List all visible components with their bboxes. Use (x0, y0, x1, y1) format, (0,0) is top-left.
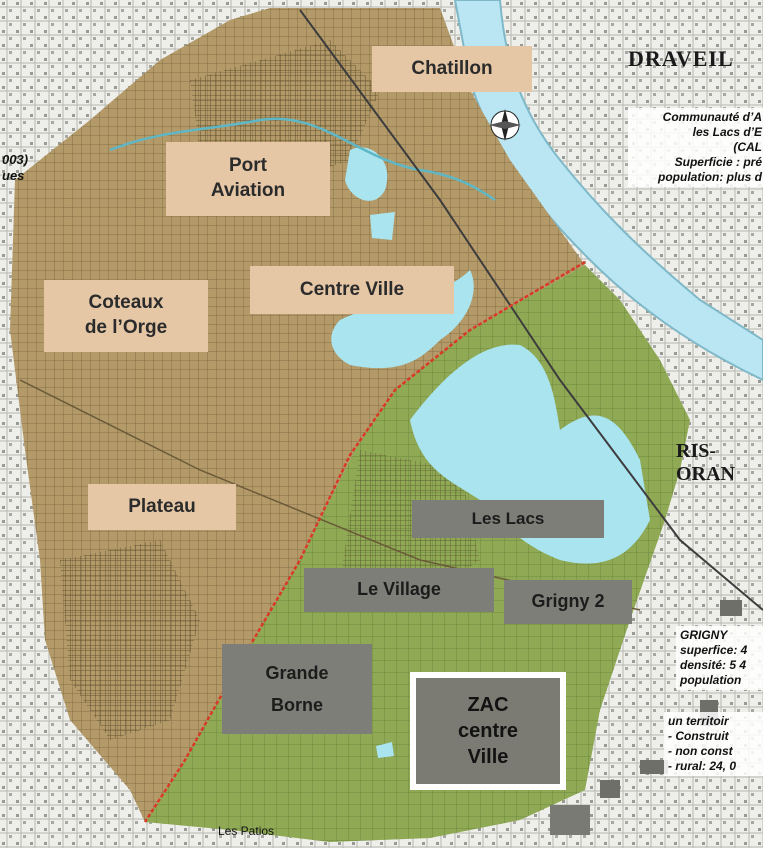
map-fragment-text: 003) (2, 152, 29, 167)
orge-creek (109, 117, 496, 202)
compass-rose-icon (489, 109, 521, 141)
place-name-ris-orangis: RIS-ORAN (676, 440, 735, 485)
dense-housing-south (60, 540, 200, 740)
lake-north (345, 147, 388, 201)
district-label-zac-centre-ville[interactable]: ZAC centre Ville (410, 672, 566, 790)
building-block (640, 760, 668, 774)
dense-housing-village (340, 450, 480, 600)
lake-tiny (376, 742, 394, 758)
info-box-grigny: GRIGNY superfice: 4 densité: 5 4 populat… (676, 626, 763, 690)
district-label-centre-ville[interactable]: Centre Ville (250, 266, 454, 314)
place-name-les-patios: Les Patios (218, 824, 275, 838)
railway (299, 9, 763, 611)
boundary-line (143, 260, 586, 823)
place-name-draveil: DRAVEIL (628, 46, 734, 71)
map-fragment-text: ues (2, 168, 25, 183)
building-block (720, 600, 742, 616)
info-box-communaute: Communauté d’A les Lacs d’E (CAL Superfi… (628, 108, 763, 187)
district-label-les-lacs[interactable]: Les Lacs (412, 500, 604, 538)
lake-small (370, 212, 395, 240)
district-label-plateau[interactable]: Plateau (88, 484, 236, 530)
district-label-grigny-2[interactable]: Grigny 2 (504, 580, 632, 624)
info-box-territoire: un territoir - Construit - non const - r… (664, 712, 763, 776)
building-block (600, 780, 620, 798)
building-block (550, 805, 590, 835)
district-label-grande-borne[interactable]: Grande Borne (222, 644, 372, 734)
district-label-port-aviation[interactable]: Port Aviation (166, 142, 330, 216)
district-label-le-village[interactable]: Le Village (304, 568, 494, 612)
district-label-chatillon[interactable]: Chatillon (372, 46, 532, 92)
district-label-coteaux-de-lorge[interactable]: Coteaux de l’Orge (44, 280, 208, 352)
